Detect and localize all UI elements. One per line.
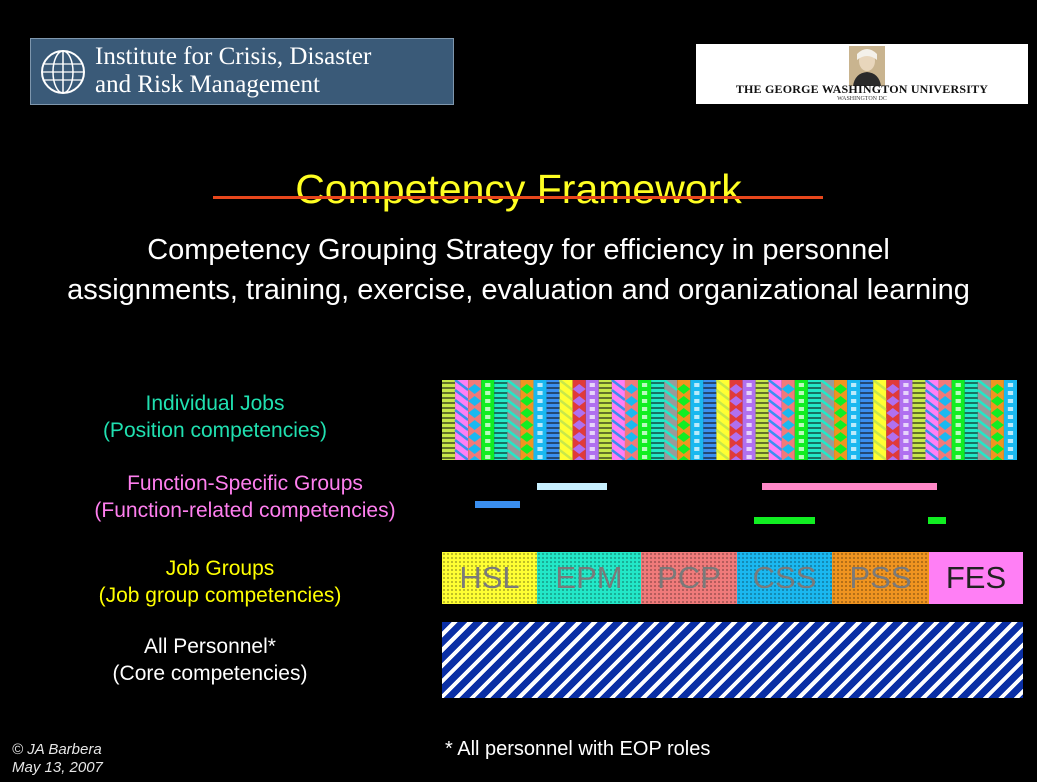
job-group-hsl: HSL: [442, 552, 537, 604]
function-bar-lightblue: [537, 483, 607, 490]
job-strip: [1003, 380, 1017, 460]
job-strip: [924, 380, 940, 460]
job-groups-label: Job Groups (Job group competencies): [40, 555, 400, 609]
job-strip: [807, 380, 821, 460]
all-personnel-label: All Personnel* (Core competencies): [40, 633, 380, 687]
university-name: THE GEORGE WASHINGTON UNIVERSITY: [735, 82, 989, 96]
job-strip: [663, 380, 678, 460]
globe-icon: [41, 50, 85, 94]
job-group-label: PCP: [657, 560, 721, 595]
function-groups-title: Function-Specific Groups: [127, 472, 363, 495]
job-strip: [506, 380, 522, 460]
job-strip: [611, 380, 626, 460]
job-strip: [964, 380, 978, 460]
individual-jobs-caption: (Position competencies): [102, 419, 328, 442]
job-strip: [860, 380, 874, 460]
job-strip: [847, 380, 861, 460]
job-group-css: CSS: [737, 552, 832, 604]
job-strip: [598, 380, 612, 460]
function-bar-green-small: [928, 517, 946, 524]
job-strip: [834, 380, 848, 460]
all-personnel-title: All Personnel*: [144, 635, 276, 658]
slide-subtitle: Competency Grouping Strategy for efficie…: [67, 234, 970, 306]
job-strip: [677, 380, 691, 460]
institute-name-line1: Institute for Crisis, Disaster: [95, 43, 372, 70]
job-strip: [533, 380, 547, 460]
job-strip: [585, 380, 599, 460]
job-strip: [454, 380, 469, 460]
copyright-author: © JA Barbera: [12, 741, 102, 758]
job-strip: [624, 380, 639, 460]
job-group-label: PSS: [849, 560, 912, 595]
university-logo: THE GEORGE WASHINGTON UNIVERSITY WASHING…: [696, 44, 1028, 104]
job-groups-title: Job Groups: [165, 557, 275, 580]
job-strip: [755, 380, 769, 460]
job-strip: [767, 380, 783, 460]
job-strip: [742, 380, 756, 460]
job-group-epm: EPM: [537, 552, 641, 604]
job-strip: [638, 380, 652, 460]
job-group-label: FES: [945, 560, 1007, 595]
function-bar-blue: [475, 501, 520, 508]
job-strip: [820, 380, 835, 460]
university-location: WASHINGTON DC: [837, 96, 887, 102]
all-personnel-bar: [442, 622, 1023, 698]
washington-portrait-icon: [849, 46, 885, 86]
job-strip: [468, 380, 482, 460]
job-strip: [951, 380, 965, 460]
job-strip: [794, 380, 808, 460]
job-strip: [520, 380, 534, 460]
job-strip: [494, 380, 508, 460]
job-group-pss: PSS: [832, 552, 929, 604]
institute-logo: Institute for Crisis, Disaster and Risk …: [30, 38, 454, 105]
job-strip: [690, 380, 704, 460]
job-strip: [912, 380, 926, 460]
job-strip: [481, 380, 495, 460]
job-strip: [872, 380, 888, 460]
function-bar-green-wide: [754, 517, 815, 524]
job-strip: [572, 380, 586, 460]
job-strip: [886, 380, 900, 460]
job-strip: [558, 380, 574, 460]
title-underline: [213, 196, 823, 199]
job-group-fes: FES: [929, 552, 1023, 604]
copyright-date: May 13, 2007: [12, 759, 103, 776]
job-strip: [703, 380, 717, 460]
function-groups-label: Function-Specific Groups (Function-relat…: [40, 470, 450, 524]
copyright-block: © JA Barbera May 13, 2007: [12, 741, 103, 777]
slide-title: Competency Framework: [295, 166, 742, 212]
job-group-label: EPM: [555, 560, 623, 595]
function-groups-caption: (Function-related competencies): [94, 499, 396, 522]
job-groups-caption: (Job group competencies): [98, 584, 342, 607]
institute-name-line2: and Risk Management: [95, 71, 320, 98]
job-strip: [729, 380, 743, 460]
individual-jobs-title: Individual Jobs: [145, 392, 285, 415]
job-strip: [781, 380, 795, 460]
job-strip: [938, 380, 952, 460]
individual-jobs-label: Individual Jobs (Position competencies): [90, 390, 340, 444]
individual-jobs-bar: [442, 380, 1017, 460]
job-strip: [442, 380, 456, 460]
job-strip: [651, 380, 665, 460]
job-strip: [977, 380, 992, 460]
job-group-label: CSS: [752, 560, 817, 595]
all-personnel-caption: (Core competencies): [112, 662, 308, 685]
job-strip: [899, 380, 913, 460]
job-group-pcp: PCP: [641, 552, 737, 604]
job-group-label: HSL: [459, 560, 520, 595]
job-strip: [546, 380, 560, 460]
footnote: * All personnel with EOP roles: [445, 738, 711, 760]
function-bar-pink: [762, 483, 937, 490]
job-groups-bar: HSL EPM PCP CSS PSS FES: [442, 552, 1023, 604]
job-strip: [715, 380, 731, 460]
job-strip: [990, 380, 1004, 460]
